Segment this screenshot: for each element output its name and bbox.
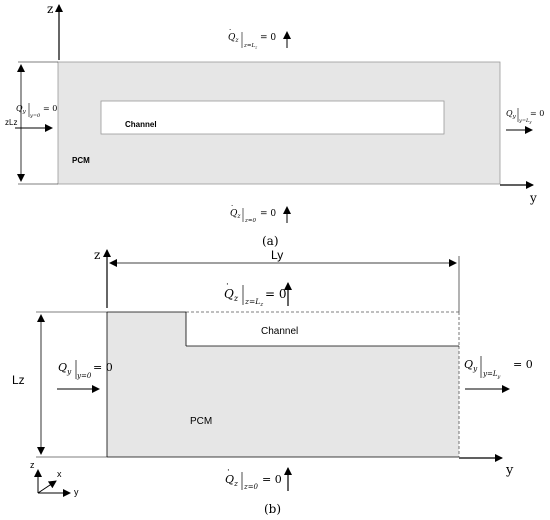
y-axis-label-b: y <box>505 463 514 478</box>
z-axis-label-a: z <box>47 2 53 16</box>
svg-text:·: · <box>227 466 230 476</box>
svg-text:= 0: = 0 <box>260 209 276 219</box>
y-axis-label-a: y <box>529 191 537 205</box>
pcm-label-a: PCM <box>72 156 90 165</box>
width-label-b: Ly <box>271 248 283 262</box>
figure-b: z Ly Channel PCM Lz Qz · z=Lz = 0 <box>12 248 533 516</box>
figure-a: z Channel PCM zLz Qz · z=Lz = 0 Qz · z=0 <box>5 2 544 248</box>
svg-text:y=Ly: y=Ly <box>482 370 500 380</box>
caption-a: (a) <box>262 234 279 248</box>
svg-text:Qy: Qy <box>58 361 72 376</box>
svg-text:= 0: = 0 <box>43 104 57 113</box>
svg-text:y=0: y=0 <box>76 372 92 380</box>
triad-x-label: x <box>57 469 62 479</box>
bc-right-b: Qy y=Ly = 0 <box>464 356 533 393</box>
svg-text:Qy: Qy <box>506 109 517 120</box>
svg-text:y=Ly: y=Ly <box>518 118 532 124</box>
svg-text:Qz: Qz <box>225 473 238 488</box>
channel-label-a: Channel <box>125 120 157 129</box>
svg-text:·: · <box>229 26 231 34</box>
q-symbol: Q <box>228 33 236 43</box>
height-label-a: zLz <box>5 118 17 127</box>
bc-top-b: Qz · z=Lz = 0 <box>224 280 292 308</box>
svg-text:= 0: = 0 <box>262 473 282 486</box>
z-axis-label-b: z <box>94 248 100 262</box>
svg-text:Qz: Qz <box>230 209 241 220</box>
svg-text:z=Lz: z=Lz <box>243 43 258 50</box>
svg-text:= 0: = 0 <box>530 109 544 118</box>
channel-label-b: Channel <box>261 326 298 337</box>
bc-top-a: Qz · z=Lz = 0 <box>228 26 291 50</box>
bc-left-a: Qy y=0 = 0 <box>15 103 57 132</box>
svg-text:·: · <box>226 280 229 290</box>
svg-text:Qy: Qy <box>464 358 478 373</box>
svg-text:z=0: z=0 <box>243 483 259 491</box>
svg-text:·: · <box>231 202 233 210</box>
svg-text:z=Lz: z=Lz <box>244 297 263 308</box>
coordinate-triad: z x y <box>30 460 79 497</box>
bc-bottom-b: Qz · z=0 = 0 <box>225 466 292 491</box>
bc-right-a: Qy y=Ly = 0 <box>506 108 544 134</box>
bc-left-b: Qy y=0 = 0 <box>57 360 113 393</box>
svg-text:= 0: = 0 <box>260 33 276 43</box>
svg-text:= 0: = 0 <box>93 361 113 374</box>
height-label-b: Lz <box>12 373 25 387</box>
svg-text:= 0: = 0 <box>513 358 533 371</box>
svg-text:= 0: = 0 <box>265 287 287 301</box>
caption-b: (b) <box>264 502 281 516</box>
svg-text:Qy: Qy <box>16 104 27 115</box>
svg-text:y=0: y=0 <box>29 113 41 119</box>
triad-y-label: y <box>74 487 79 497</box>
channel-a <box>100 100 445 135</box>
triad-z-label: z <box>30 460 35 470</box>
bc-bottom-a: Qz · z=0 = 0 <box>230 202 291 224</box>
channel-b <box>186 312 459 346</box>
pcm-label-b: PCM <box>190 416 212 427</box>
svg-text:z=0: z=0 <box>244 218 257 224</box>
svg-text:Qz: Qz <box>224 287 239 303</box>
svg-text:Qz: Qz <box>228 33 239 44</box>
